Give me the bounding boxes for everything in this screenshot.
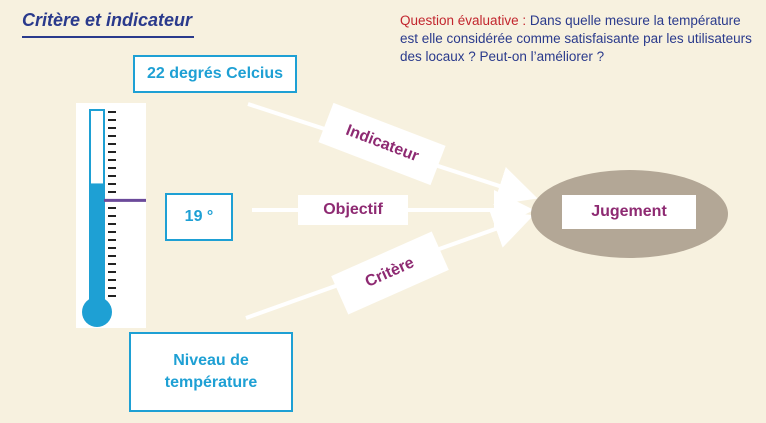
target-text: 19 °: [184, 208, 214, 225]
thermometer-icon: [82, 109, 146, 327]
value-text: 22 degrés Celcius: [146, 65, 284, 82]
judgement-box: Jugement: [562, 195, 696, 229]
evaluative-question: Question évaluative : Dans quelle mesure…: [400, 12, 760, 66]
objective-label: Objectif: [298, 195, 408, 225]
thermometer-fill: [91, 183, 103, 300]
criterion-box: Niveau de température: [129, 332, 293, 412]
question-text: Dans quelle mesure la température est el…: [400, 13, 752, 64]
criterion-text-line1: Niveau de: [173, 352, 249, 369]
thermometer-scale: [108, 111, 116, 297]
thermometer-bulb: [82, 297, 112, 327]
target-box: 19 °: [165, 193, 233, 241]
page-title: Critère et indicateur: [22, 10, 193, 30]
value-box: 22 degrés Celcius: [133, 55, 297, 93]
title-underline: [22, 36, 194, 38]
criterion-text-line2: température: [164, 374, 258, 391]
question-label: Question évaluative :: [400, 13, 527, 28]
